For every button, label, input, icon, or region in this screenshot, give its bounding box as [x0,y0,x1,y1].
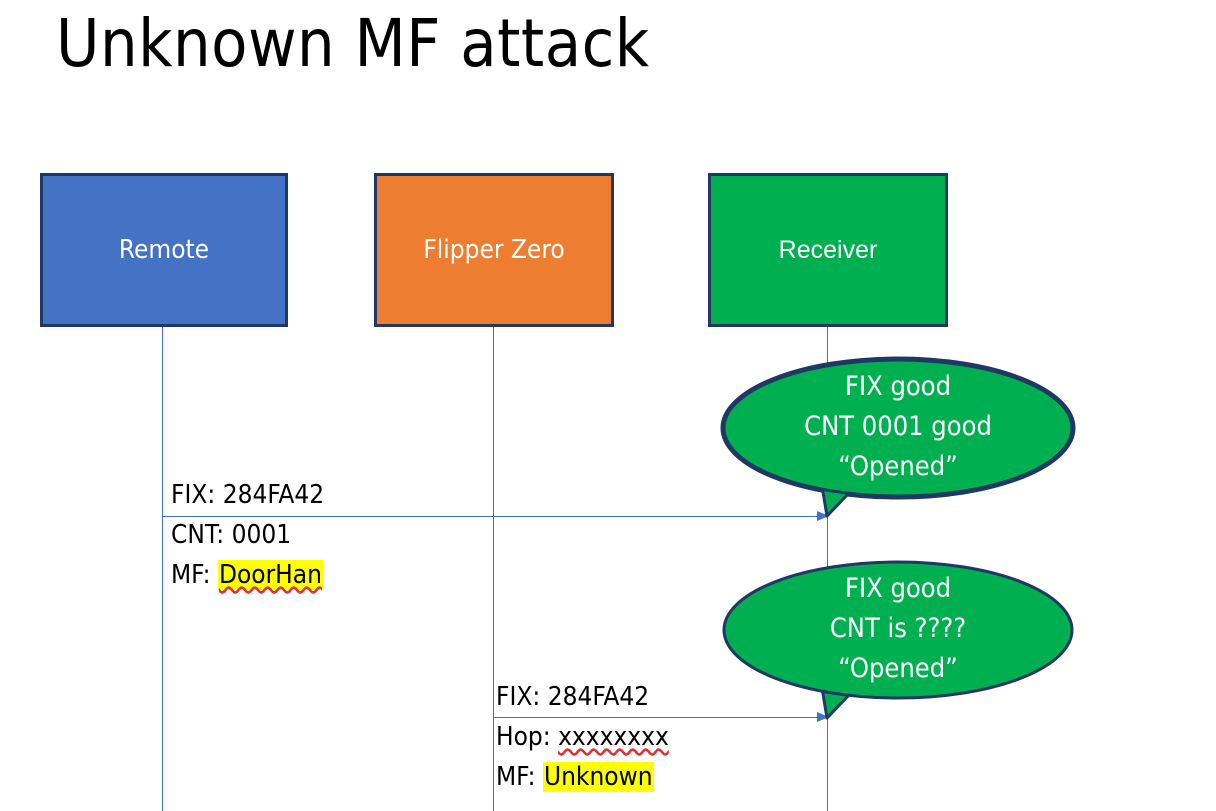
message-line-value: 284FA42 [222,480,325,510]
actor-box-flipper[interactable]: Flipper Zero [374,173,614,327]
arrow-shaft [162,516,828,517]
message-line: CNT: 0001 [171,515,324,555]
lifeline-flipper [493,327,494,811]
message-line-value-highlighted: Unknown [542,762,654,792]
callout-shape-2 [722,560,1074,720]
actor-box-receiver[interactable]: Receiver [708,173,948,327]
actor-label-receiver: Receiver [778,235,878,264]
arrowhead-icon [817,511,829,521]
message-line-value: 0001 [231,520,292,550]
message-labels-2: FIX: 284FA42 Hop: xxxxxxxx MF: Unknown [496,677,669,797]
message-line-prefix: FIX: [496,682,548,712]
message-line-prefix: MF: [171,560,218,590]
message-line: Hop: xxxxxxxx [496,717,669,757]
actor-label-flipper: Flipper Zero [423,235,565,265]
message-line: MF: DoorHan [171,555,324,595]
callout-bubble-2[interactable]: FIX good CNT is ???? “Opened” [722,560,1074,722]
actor-box-remote[interactable]: Remote [40,173,288,327]
message-line: FIX: 284FA42 [171,475,324,515]
message-line-value: 284FA42 [547,682,650,712]
message-line-prefix: MF: [496,762,543,792]
arrowhead-icon [817,712,829,722]
message-line-value-misspelled: xxxxxxxx [558,722,669,752]
message-line: MF: Unknown [496,757,669,797]
message-line-value-highlighted: DoorHan [217,560,323,590]
callout-bubble-1[interactable]: FIX good CNT 0001 good “Opened” [720,356,1076,520]
callout-shape-1 [720,356,1076,518]
message-line-prefix: Hop: [496,722,559,752]
actor-label-remote: Remote [118,235,210,265]
message-labels-1: FIX: 284FA42 CNT: 0001 MF: DoorHan [171,475,324,595]
arrow-shaft [493,717,828,718]
message-line-prefix: FIX: [171,480,223,510]
page-title: Unknown MF attack [56,5,650,82]
message-line-prefix: CNT: [171,520,232,550]
lifeline-remote [162,327,163,811]
message-line: FIX: 284FA42 [496,677,669,717]
